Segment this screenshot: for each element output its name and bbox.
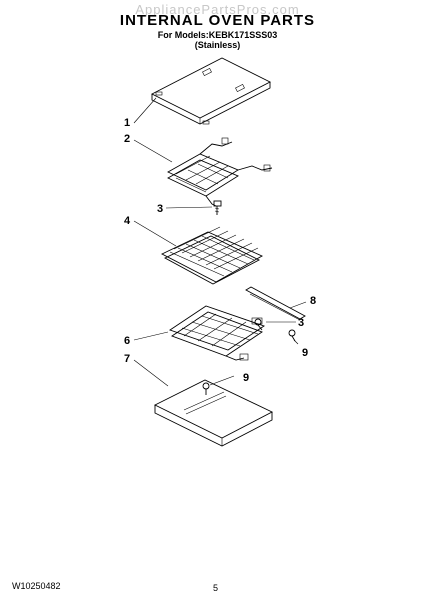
part-8-rail [245, 286, 306, 321]
callout-1: 1 [124, 117, 130, 129]
page-number: 5 [213, 583, 219, 593]
model-line: For Models:KEBK171SSS03 [157, 30, 278, 40]
part-2-broil-element [167, 137, 273, 207]
callout-labels: 1 2 3 4 3 8 6 9 7 9 [124, 117, 316, 384]
callout-2: 2 [124, 133, 130, 145]
part-7-bottom-tray [153, 379, 274, 447]
part-9-screw-lower [202, 382, 210, 395]
callout-3-lower: 3 [298, 317, 304, 329]
page-title: INTERNAL OVEN PARTS [119, 12, 316, 29]
callout-8: 8 [310, 295, 316, 307]
callout-3-upper: 3 [157, 203, 163, 215]
leader-lines [133, 97, 307, 387]
part-1-panel [151, 57, 271, 125]
callout-7: 7 [124, 353, 130, 365]
document-number: W10250482 [12, 581, 61, 591]
watermark: AppliancePartsPros.com [135, 2, 300, 17]
part-4-oven-rack [160, 226, 263, 285]
part-3-screw-lower [254, 318, 263, 331]
part-3-screw-upper [213, 200, 222, 215]
callout-6: 6 [124, 335, 130, 347]
callout-9-lower: 9 [243, 372, 249, 384]
part-9-screw-right [288, 329, 296, 342]
finish-line: (Stainless) [194, 40, 241, 50]
callout-4: 4 [124, 215, 131, 227]
callout-9-right: 9 [302, 347, 308, 359]
part-6-bake-element [168, 305, 266, 361]
